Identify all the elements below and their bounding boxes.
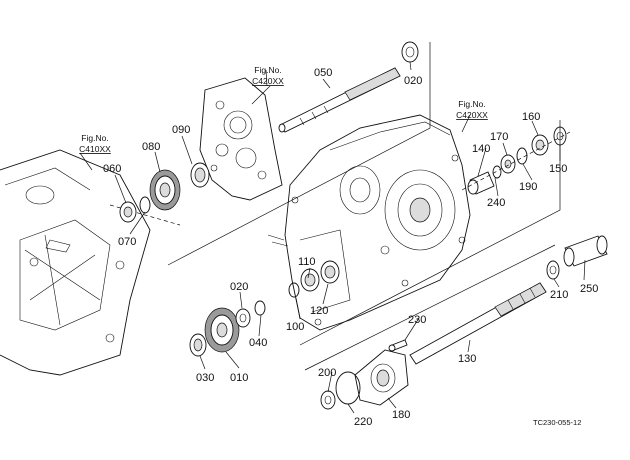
sleeve-140 [467, 171, 495, 195]
label-020-small: 020 [230, 281, 248, 293]
bolt-230 [388, 339, 408, 352]
label-050: 050 [314, 67, 332, 79]
main-transmission-housing [267, 114, 471, 331]
label-240: 240 [487, 197, 505, 209]
label-210: 210 [550, 289, 568, 301]
input-shaft [278, 67, 401, 133]
leader-lines [79, 61, 586, 414]
label-180: 180 [392, 409, 410, 421]
label-010: 010 [230, 372, 248, 384]
gear-010 [204, 307, 240, 353]
transmission-case-left [0, 149, 181, 376]
circlip-100 [288, 282, 300, 298]
label-220: 220 [354, 416, 372, 428]
svg-text:C420XX: C420XX [252, 76, 284, 86]
label-190: 190 [519, 181, 537, 193]
label-200: 200 [318, 367, 336, 379]
pto-shaft-130 [409, 282, 547, 365]
seal-200 [320, 390, 336, 410]
svg-text:Fig.No.: Fig.No. [254, 65, 281, 75]
label-040: 040 [249, 337, 267, 349]
label-080: 080 [142, 141, 160, 153]
label-230: 230 [408, 314, 426, 326]
svg-text:C420XX: C420XX [456, 110, 488, 120]
bearing-120 [320, 260, 340, 284]
oring-190 [516, 147, 528, 165]
label-120: 120 [310, 305, 328, 317]
label-250: 250 [580, 283, 598, 295]
label-150: 150 [549, 163, 567, 175]
bearing-030 [189, 333, 207, 357]
circlip-070 [139, 196, 151, 214]
label-070: 070 [118, 236, 136, 248]
bearing-090 [190, 162, 210, 188]
label-090: 090 [172, 124, 190, 136]
oil-seal-upper [401, 41, 419, 63]
label-060: 060 [103, 163, 121, 175]
part-labels: 050 020 090 080 060 070 110 020 100 120 … [103, 67, 598, 428]
ring-240 [492, 165, 502, 179]
drawing-code: TC230-055-12 [533, 418, 581, 427]
label-100: 100 [286, 321, 304, 333]
svg-text:Fig.No.: Fig.No. [81, 133, 108, 143]
oring-220 [335, 371, 361, 405]
gear-case-plate [199, 77, 283, 201]
fig-ref-c420-upper: Fig.No. C420XX [252, 65, 284, 86]
bearing-110 [300, 268, 320, 292]
label-140: 140 [472, 143, 490, 155]
bearing-060 [119, 201, 137, 223]
svg-text:Fig.No.: Fig.No. [458, 99, 485, 109]
label-020-top: 020 [404, 75, 422, 87]
svg-text:C410XX: C410XX [79, 144, 111, 154]
bearing-170 [500, 154, 516, 174]
fig-ref-c420-right: Fig.No. C420XX [456, 99, 488, 120]
label-030: 030 [196, 372, 214, 384]
cover-250 [563, 235, 608, 267]
label-170: 170 [490, 131, 508, 143]
label-110: 110 [298, 256, 316, 268]
fig-ref-c410: Fig.No. C410XX [79, 133, 111, 154]
label-160: 160 [522, 111, 540, 123]
bearing-case-180 [354, 349, 409, 406]
circlip-040 [254, 300, 266, 316]
oil-seal-210 [546, 260, 560, 280]
collar-020 [235, 308, 251, 328]
gear-080 [149, 169, 181, 211]
label-130: 130 [458, 353, 476, 365]
